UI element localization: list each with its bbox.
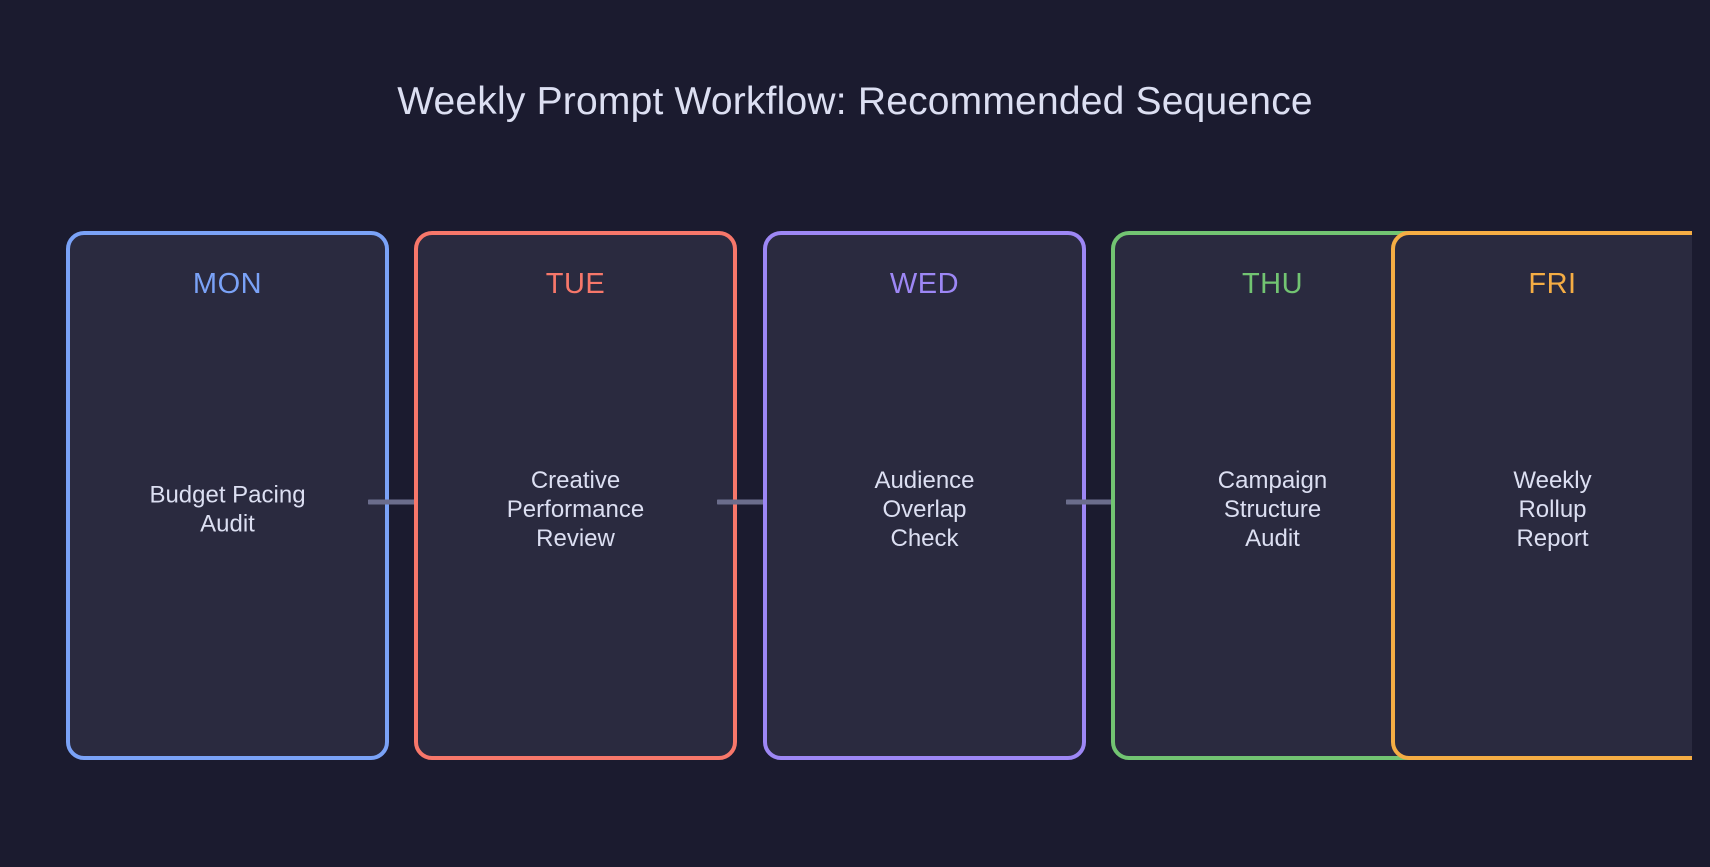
card-fri: FRI Weekly Rollup Report <box>1391 231 1692 760</box>
card-wed: WED Audience Overlap Check <box>763 231 1086 760</box>
card-mon: MON Budget Pacing Audit <box>66 231 389 760</box>
day-label-mon: MON <box>192 268 263 300</box>
card-tue: TUE Creative Performance Review <box>414 231 737 760</box>
task-label-tue: Creative Performance Review <box>506 466 645 552</box>
day-label-thu: THU <box>1241 268 1304 300</box>
card-thu: THU Campaign Structure Audit <box>1111 231 1434 760</box>
task-label-wed: Audience Overlap Check <box>874 466 975 552</box>
diagram-title: Weekly Prompt Workflow: Recommended Sequ… <box>397 80 1313 123</box>
day-label-fri: FRI <box>1528 268 1577 300</box>
day-label-tue: TUE <box>545 268 606 300</box>
task-label-fri: Weekly Rollup Report <box>1513 466 1592 552</box>
day-label-wed: WED <box>889 268 960 300</box>
task-label-mon: Budget Pacing Audit <box>149 481 306 537</box>
task-label-thu: Campaign Structure Audit <box>1217 466 1328 552</box>
